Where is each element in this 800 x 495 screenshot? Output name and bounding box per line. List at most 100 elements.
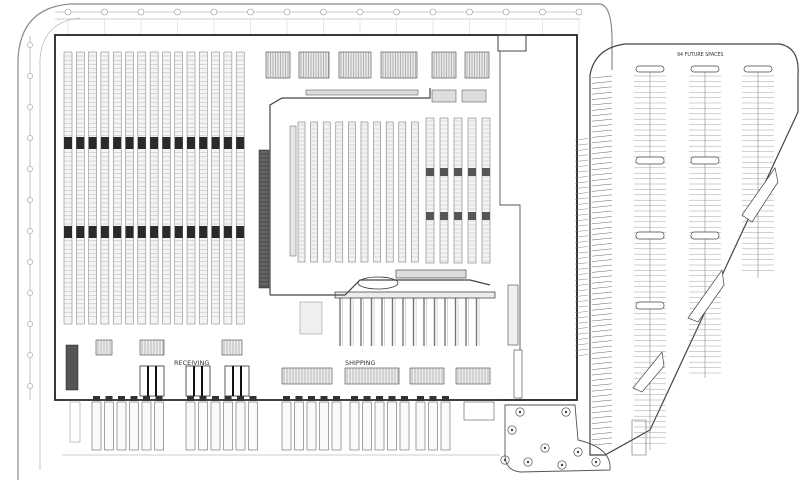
dock-door (363, 396, 371, 401)
rack-band (76, 226, 85, 238)
rack-band (150, 226, 159, 238)
parking-stall-line (591, 189, 613, 192)
flow-rack (348, 121, 356, 263)
parking-stall-line (574, 192, 589, 195)
rack-band (426, 168, 434, 176)
rack-band (76, 137, 85, 149)
parking-stall-line (574, 278, 589, 281)
parking-stall-line (591, 329, 613, 333)
rack-row (100, 51, 110, 325)
column-marker (393, 8, 400, 16)
tree (557, 460, 567, 470)
truck-stall (116, 401, 127, 451)
dock-door (333, 396, 340, 401)
rack-band (125, 226, 134, 238)
staging-block (139, 339, 165, 356)
rack-band (100, 137, 109, 149)
dock-door (283, 396, 290, 401)
parking-stall-line (574, 149, 589, 152)
rack-band (482, 212, 490, 220)
rack-band (440, 168, 448, 176)
parking-stall-line (591, 410, 613, 414)
parking-stall-line (591, 205, 613, 208)
dock-door (93, 396, 100, 401)
east-wall-step (499, 51, 521, 400)
parking-stall-line (591, 232, 613, 235)
tree (591, 457, 601, 467)
parking-stall-line (591, 372, 613, 376)
parking-stall-line (591, 405, 613, 408)
parking-stall-line (574, 343, 589, 346)
receiving-bay (224, 365, 250, 397)
rack-band (223, 137, 232, 149)
column-marker (429, 8, 437, 16)
parking-stall-line (574, 208, 589, 211)
column-marker (283, 8, 291, 16)
truck-stall (91, 401, 102, 451)
staging-areas (65, 339, 523, 399)
rack-band (100, 226, 109, 238)
parking-stall-line (591, 378, 613, 381)
parking-stall-line (591, 237, 613, 241)
parking-stall-line (574, 273, 589, 276)
parking-stall-line (591, 297, 613, 300)
parking-island (743, 65, 773, 73)
parking-stall-line (574, 321, 589, 324)
parking-stall-line (591, 345, 613, 349)
parking-stall-line (591, 97, 613, 100)
rack-row (137, 51, 147, 325)
row-marker (27, 259, 33, 265)
parking-stall-line (574, 197, 589, 200)
staging-block (344, 367, 400, 385)
column-marker (575, 8, 583, 16)
rack-row (149, 51, 159, 325)
column-marker (137, 8, 145, 16)
dock-door (237, 396, 244, 401)
column-marker (64, 8, 72, 16)
rack-row (125, 51, 134, 325)
dock-door (118, 396, 125, 401)
tree-trunk (518, 410, 522, 414)
truck-stall (294, 401, 304, 451)
parking-stall-line (574, 316, 589, 319)
column-marker (320, 8, 327, 16)
dock-door (308, 396, 315, 401)
parking-stall-line (591, 162, 613, 165)
dock-door (417, 396, 424, 401)
truck-stall (104, 401, 114, 451)
truck-stall (331, 401, 342, 451)
parking-stall-line (591, 437, 613, 441)
column-marker (502, 8, 510, 16)
parking-stall-line (591, 280, 613, 284)
dock-door (130, 396, 138, 401)
parking-stall-line (591, 313, 613, 316)
parking-stall-line (591, 291, 613, 295)
dock-door (249, 396, 257, 401)
rack-row (112, 51, 122, 325)
mezzanine-block (461, 89, 487, 103)
rack-band (454, 212, 462, 220)
parking-stall-line (591, 221, 613, 225)
parking-stall-line (591, 124, 613, 127)
tree (573, 447, 583, 457)
site-boundary-road-inner (39, 17, 81, 470)
parking-stall-line (574, 235, 589, 238)
truck-stall (387, 401, 397, 451)
tree-trunk (564, 410, 568, 414)
flow-rack (385, 121, 394, 263)
row-marker (27, 135, 33, 141)
staging-block (281, 367, 333, 385)
rack-band (211, 226, 220, 238)
parking-stall-line (574, 230, 589, 233)
dock-office (463, 401, 495, 421)
mezzanine-strip (305, 89, 419, 96)
pick-module (258, 149, 270, 289)
rack-row (162, 51, 171, 325)
parking-stall-line (574, 138, 589, 141)
parking-island (687, 269, 725, 323)
truck-stall (306, 401, 317, 451)
truck-stall (428, 401, 438, 451)
column-marker (356, 8, 364, 16)
flow-rack (411, 121, 419, 263)
parking-stall-line (574, 284, 589, 287)
